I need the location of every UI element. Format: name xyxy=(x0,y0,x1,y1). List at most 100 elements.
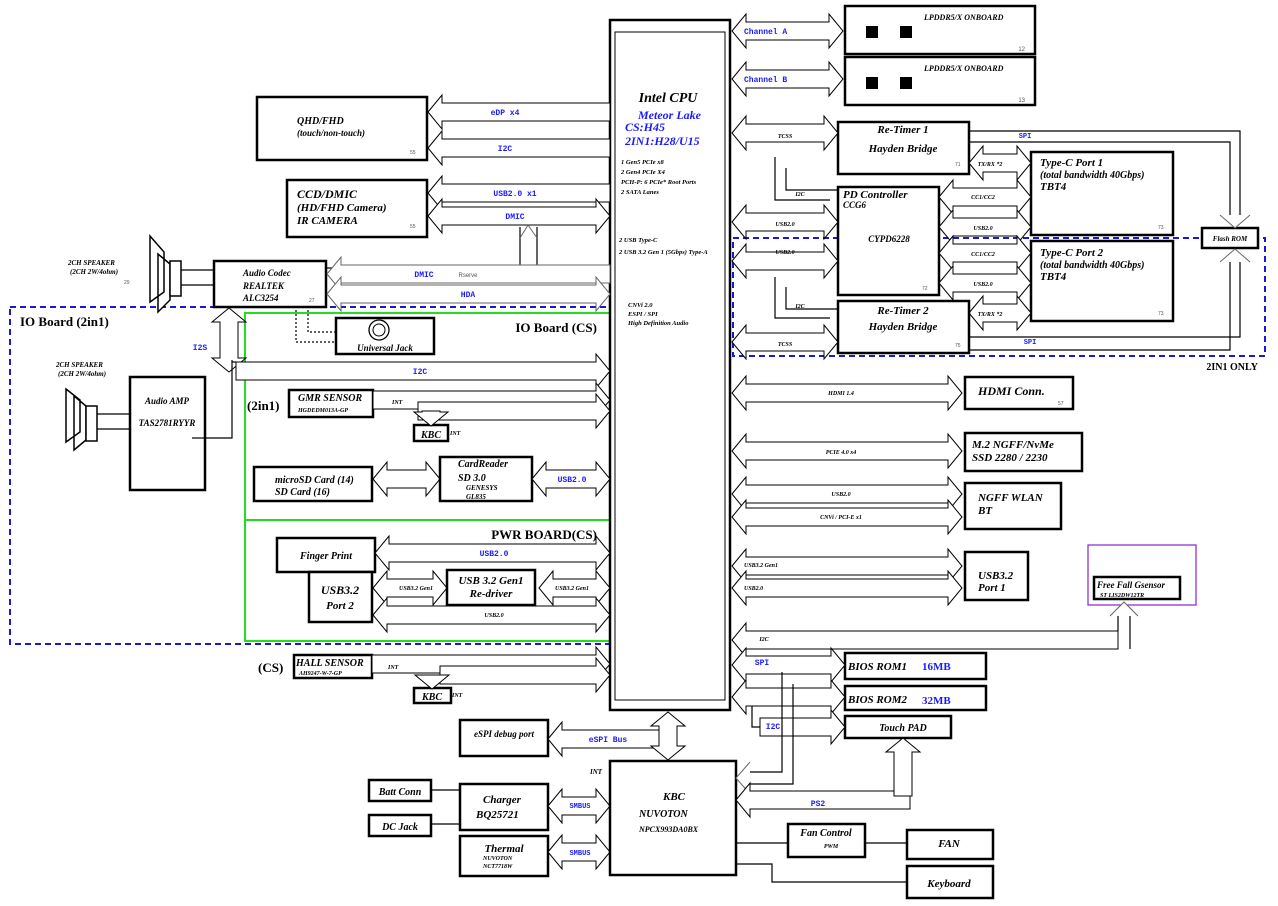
charger-smbus-label: SMBUS xyxy=(569,803,590,811)
spi-line-1 xyxy=(969,130,1241,215)
camera-dmic-arrow xyxy=(427,197,611,235)
speaker-magnet-icon xyxy=(85,405,98,442)
finger-usb-label: USB2.0 xyxy=(480,550,509,559)
redriver-cpu-arrow xyxy=(538,569,611,607)
cpu-feature: PCH-P: 6 PCIe* Root Ports xyxy=(621,179,697,186)
pd-usb-label-2: USB2.0 xyxy=(775,250,794,256)
kbc-spi-line-2 xyxy=(746,684,794,785)
bios-rom2-block[interactable] xyxy=(843,684,988,712)
kbc-vendor: NUVOTON xyxy=(638,809,688,820)
bios-rom1-block[interactable] xyxy=(843,651,988,681)
typec2-block[interactable] xyxy=(1029,239,1175,323)
thermal-smbus-label: SMBUS xyxy=(569,850,590,858)
kbc-main-block[interactable] xyxy=(608,759,738,877)
speaker-spec: (2CH 2W/4ohm) xyxy=(70,268,118,276)
ssd-block[interactable] xyxy=(963,431,1084,473)
redriver-sub: Re-driver xyxy=(469,588,513,600)
cardreader-block[interactable] xyxy=(438,455,534,503)
page-ref: 71 xyxy=(955,162,961,168)
universal-jack-label: Universal Jack xyxy=(357,343,413,353)
retimer1-tcss-arrow xyxy=(731,114,839,152)
i2s-label: I2S xyxy=(193,344,208,353)
jack-dotted-line xyxy=(295,310,336,343)
page-ref: 57 xyxy=(1058,401,1064,407)
cpu-misc: ESPI / SPI xyxy=(627,311,658,318)
retimer1-block[interactable] xyxy=(836,120,971,176)
cpu-cs-sku: CS:H45 xyxy=(625,120,665,134)
codec-part: ALC3254 xyxy=(242,293,279,303)
pwr-board-label: PWR BOARD(CS) xyxy=(491,527,597,542)
camera-block[interactable] xyxy=(285,178,429,239)
sd-card-block[interactable] xyxy=(252,465,374,503)
thermal-block[interactable] xyxy=(458,834,550,878)
usb-port2-bus-b: USB3.2 Gen1 xyxy=(555,586,589,592)
cpu-feature: 1 Gen5 PCIe x8 xyxy=(621,159,665,166)
gmr-sensor-block[interactable] xyxy=(287,388,375,419)
page-ref: 72 xyxy=(922,286,928,292)
hall-int-arrow-2 xyxy=(439,656,611,694)
cardreader-vendor: GENESYS xyxy=(466,484,498,492)
pd-i2c-label: I2C xyxy=(794,192,805,198)
typec1-txrx-label: TX/RX *2 xyxy=(978,161,1003,168)
flash-rom-block[interactable] xyxy=(1200,226,1260,250)
display-i2c-label: I2C xyxy=(498,145,513,154)
finger-print-block[interactable] xyxy=(275,536,377,574)
audio-jack-inner-icon xyxy=(372,323,386,337)
hdmi-bus-label: HDMI 1.4 xyxy=(827,391,854,397)
wlan-block[interactable] xyxy=(963,481,1063,531)
audio-codec-block[interactable] xyxy=(212,259,328,309)
thermal-vendor: NUVOTON xyxy=(482,856,513,862)
espi-bus-label: eSPI Bus xyxy=(589,736,628,745)
pd-usb-arrow-2 xyxy=(731,242,839,280)
speaker-icon xyxy=(65,387,87,452)
bios1-size: 16MB xyxy=(922,661,951,673)
retimer1-tcss-label: TCSS xyxy=(778,134,793,140)
gsensor-i2c-label: I2C xyxy=(758,637,769,643)
fan-block[interactable] xyxy=(905,828,995,861)
dc-jack-block[interactable] xyxy=(367,813,433,838)
espi-debug-block[interactable] xyxy=(458,718,550,758)
touchpad-i2c-label: I2C xyxy=(766,723,781,732)
sd-label: SD Card (16) xyxy=(275,487,330,498)
hdmi-block[interactable] xyxy=(963,375,1075,411)
redriver-block[interactable] xyxy=(445,568,537,607)
usb32-port1-block[interactable] xyxy=(963,550,1030,602)
bios-spi-label: SPI xyxy=(755,659,770,668)
cpu-usb-typec: 2 USB Type-C xyxy=(618,237,658,244)
audio-amp-block[interactable] xyxy=(128,375,207,492)
usb32-port2-block[interactable] xyxy=(307,570,374,624)
gsensor-block[interactable] xyxy=(1092,575,1182,601)
retimer1-i2c-line xyxy=(774,157,830,201)
codec-dmic-label: DMIC xyxy=(414,271,433,280)
finger-usb-arrow xyxy=(374,534,611,572)
cpu-block[interactable] xyxy=(608,18,732,712)
typec1-block[interactable] xyxy=(1029,150,1175,237)
retimer2-sub: Hayden Bridge xyxy=(868,321,938,333)
camera-dmic-label: DMIC xyxy=(505,213,524,222)
fan-pwm-label: PWM xyxy=(824,844,839,850)
cpu-codename: Meteor Lake xyxy=(637,108,702,122)
kbc-title: KBC xyxy=(662,791,686,803)
usb-port1-usb2-label: USB2.0 xyxy=(744,586,763,592)
retimer2-tcss-arrow xyxy=(731,323,839,361)
charger-block[interactable] xyxy=(458,782,550,832)
cpu-inner-border xyxy=(614,31,726,701)
display-block[interactable] xyxy=(255,95,429,162)
wlan-usb-label: USB2.0 xyxy=(831,492,850,498)
gmr-part: HGDEDM013A-GP xyxy=(297,408,348,414)
dmic-arrowhead xyxy=(519,224,538,239)
bios-spi-arrow-2 xyxy=(731,678,846,716)
display-subtitle: (touch/non-touch) xyxy=(297,128,365,138)
finger-print-label: Finger Print xyxy=(299,551,353,562)
memory-chip-icon xyxy=(900,26,912,38)
fan-control-block[interactable] xyxy=(786,822,867,859)
usb-port2-title: USB3.2 xyxy=(321,583,359,597)
hda-arrow xyxy=(326,275,611,313)
keyboard-block[interactable] xyxy=(905,864,995,900)
kbc-int-label-2: INT xyxy=(451,693,463,699)
lpddr-label: LPDDR5/X ONBOARD xyxy=(923,64,1004,73)
retimer2-block[interactable] xyxy=(836,299,971,355)
gmr-title: GMR SENSOR xyxy=(298,393,363,404)
pd-controller-block[interactable] xyxy=(836,185,941,297)
typec1-usb-label: USB2.0 xyxy=(973,226,992,232)
